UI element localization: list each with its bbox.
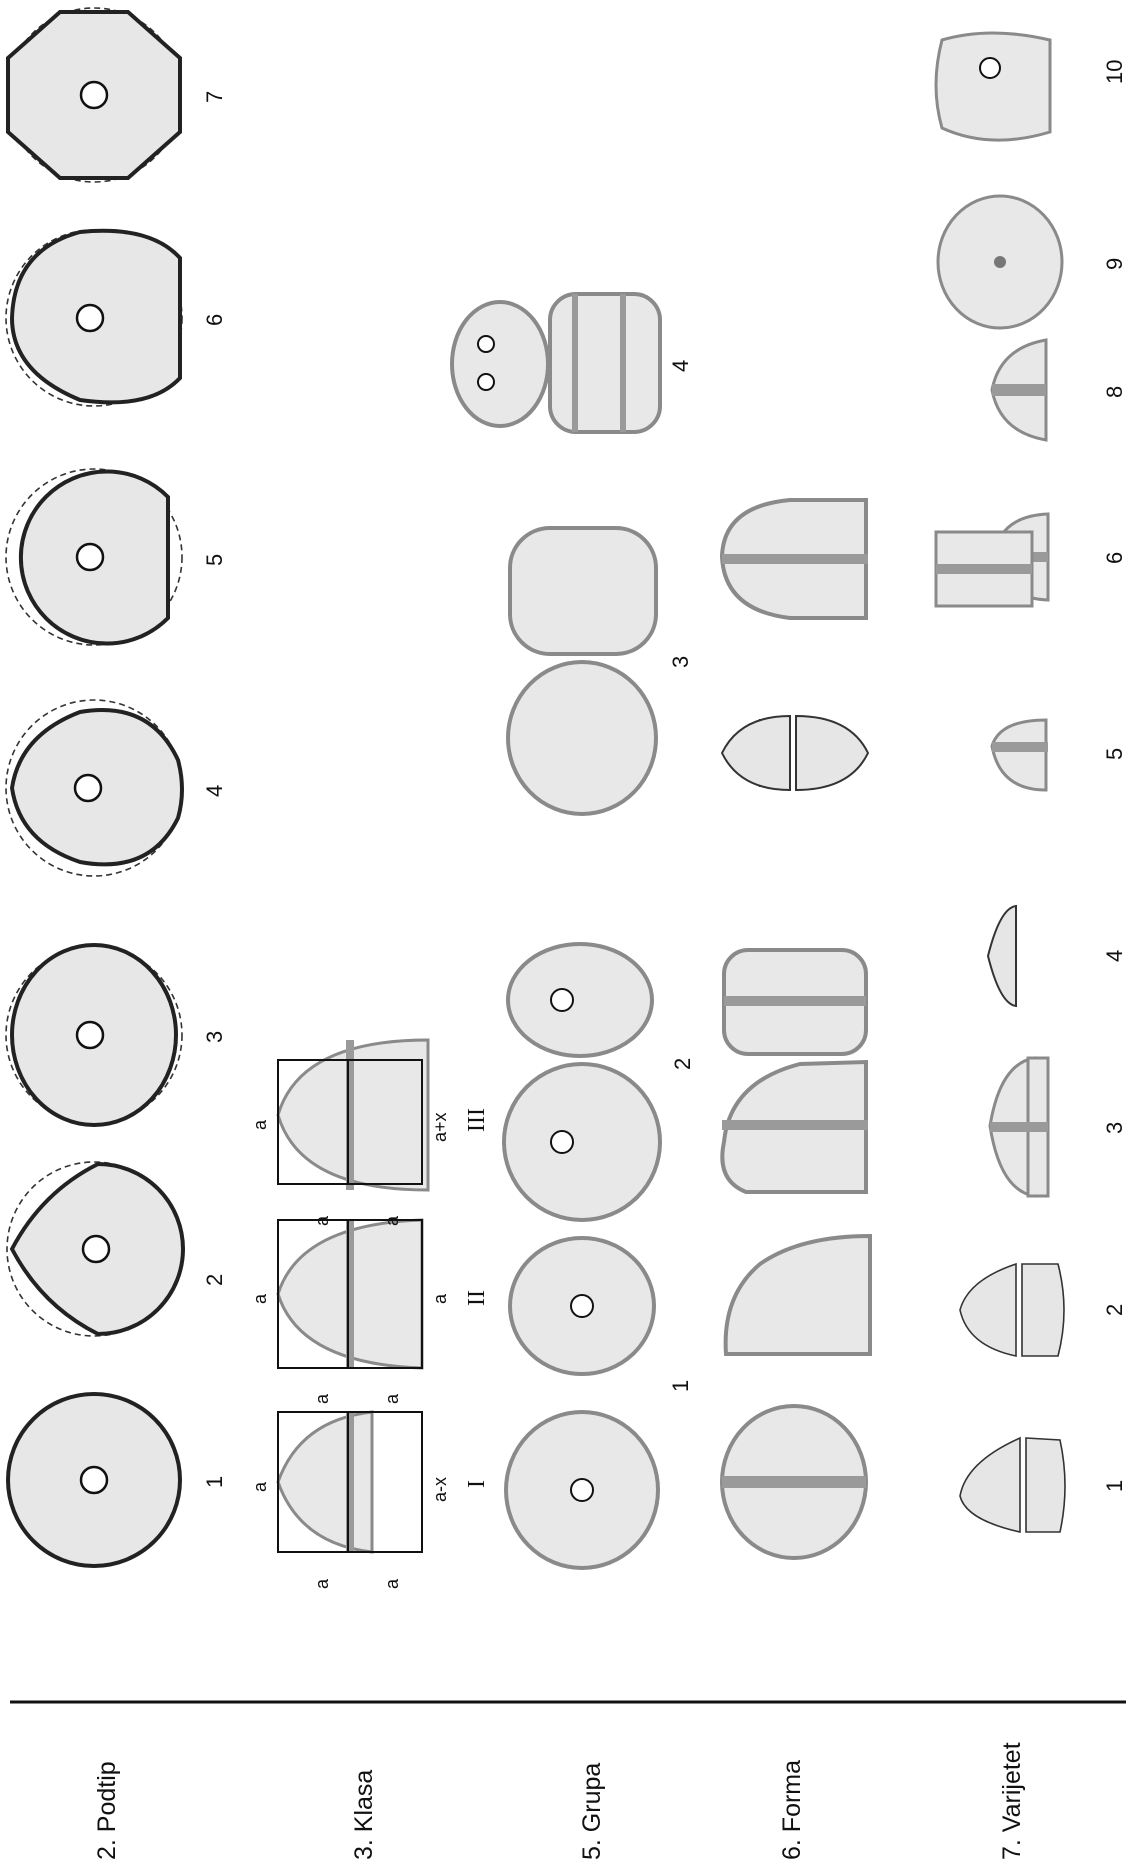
grupa-shape-3	[508, 528, 656, 814]
podtip-shape-7	[7, 8, 181, 182]
forma-shape-3	[722, 1062, 868, 1192]
podtip-shape-4	[6, 700, 182, 876]
podtip-number: 2	[202, 1274, 227, 1286]
podtip-shape-5	[6, 469, 182, 645]
varijetet-number: 2	[1102, 1304, 1127, 1316]
varijetet-number: 3	[1102, 1122, 1127, 1134]
podtip-number: 1	[202, 1476, 227, 1488]
podtip-number: 4	[202, 785, 227, 797]
podtip-number: 3	[202, 1031, 227, 1043]
grupa-shape-2	[504, 944, 660, 1220]
forma-shape-6	[722, 500, 868, 618]
grupa-number: 3	[668, 656, 693, 668]
row-label-grupa: 5. Grupa	[578, 1763, 606, 1860]
klasa-label-a: a	[382, 1215, 402, 1226]
klasa-roman-3: III	[464, 1108, 490, 1132]
klasa-label-a-plus-x: a+x	[430, 1112, 450, 1142]
klasa-diagram-2	[278, 1220, 422, 1368]
varijetet-number: 9	[1102, 258, 1127, 270]
varijetet-shape-9	[938, 196, 1062, 328]
varijetet-shape-1	[960, 1438, 1065, 1532]
varijetet-shape-2	[960, 1264, 1064, 1356]
podtip-shape-3	[6, 945, 182, 1125]
klasa-roman-2: II	[464, 1290, 490, 1306]
varijetet-shape-3	[990, 1058, 1048, 1196]
row-label-klasa: 3. Klasa	[350, 1770, 378, 1860]
varijetet-number: 8	[1102, 386, 1127, 398]
podtip-shape-2	[7, 1162, 183, 1336]
varijetet-number: 6	[1102, 552, 1127, 564]
grupa-shape-4	[452, 294, 660, 432]
klasa-label-a: a	[430, 1293, 450, 1304]
klasa-diagram-3	[278, 1040, 428, 1190]
row-label-podtip: 2. Podtip	[93, 1761, 121, 1860]
grupa-shape-1	[506, 1238, 658, 1568]
klasa-label-a: a	[312, 1393, 332, 1404]
klasa-label-a: a	[250, 1293, 270, 1304]
klasa-label-a: a	[382, 1393, 402, 1404]
varijetet-shape-4-lens	[988, 906, 1016, 1006]
grupa-number: 2	[670, 1058, 695, 1070]
klasa-label-a: a	[382, 1578, 402, 1589]
forma-shape-1	[722, 1406, 866, 1558]
varijetet-number: 10	[1102, 60, 1127, 84]
klasa-diagram-1	[278, 1412, 422, 1552]
varijetet-number: 5	[1102, 748, 1127, 760]
klasa-label-a: a	[250, 1119, 270, 1130]
podtip-number: 6	[202, 314, 227, 326]
klasa-roman-1: I	[464, 1480, 490, 1488]
varijetet-shape-7	[936, 532, 1032, 606]
varijetet-shape-5	[992, 720, 1048, 790]
varijetet-number: 4	[1102, 950, 1127, 962]
podtip-shape-6	[6, 230, 182, 406]
forma-shape-4	[724, 950, 866, 1054]
klasa-label-a: a	[312, 1578, 332, 1589]
grupa-number: 1	[668, 1380, 693, 1392]
varijetet-shape-10	[936, 33, 1050, 140]
podtip-shape-1	[8, 1394, 180, 1566]
varijetet-number: 1	[1102, 1480, 1127, 1492]
forma-shape-2	[726, 1236, 870, 1354]
klasa-label-a-minus-x: a-x	[430, 1477, 450, 1502]
podtip-number: 7	[202, 91, 227, 103]
klasa-label-a: a	[250, 1481, 270, 1492]
row-label-forma: 6. Forma	[778, 1760, 806, 1860]
forma-shape-5	[722, 716, 868, 790]
row-label-varijetet: 7. Varijetet	[998, 1742, 1026, 1860]
varijetet-shape-8	[992, 340, 1046, 440]
klasa-label-a: a	[312, 1215, 332, 1226]
podtip-number: 5	[202, 554, 227, 566]
grupa-number: 4	[668, 360, 693, 372]
